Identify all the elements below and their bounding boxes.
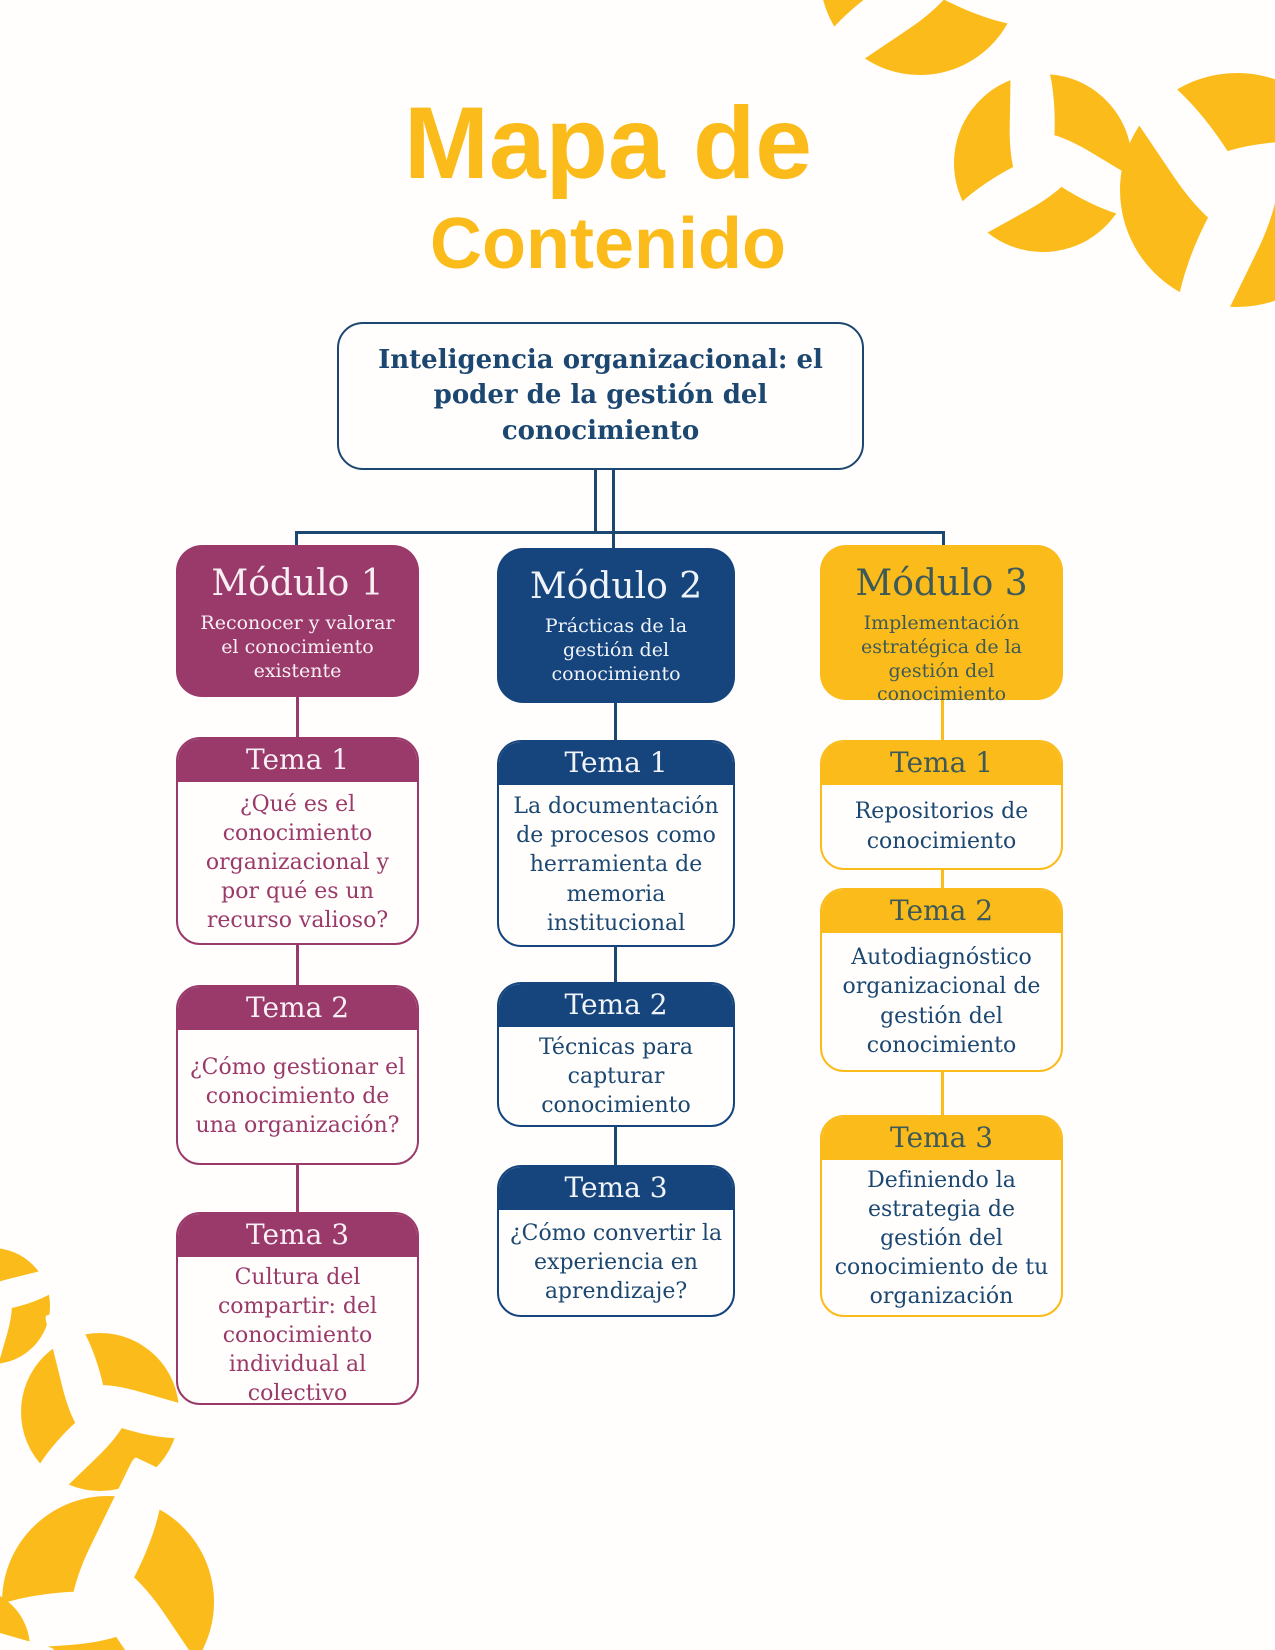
connector-m2-t2 bbox=[614, 947, 617, 982]
module-1-node: Módulo 1 Reconocer y valorar el conocimi… bbox=[176, 545, 419, 697]
tema-label: Tema 1 bbox=[889, 746, 994, 779]
page-title-line1: Mapa de bbox=[403, 86, 813, 200]
tema-header: Tema 3 bbox=[499, 1167, 733, 1210]
module-2-tema-1-card: Tema 1 La documentación de procesos como… bbox=[497, 740, 735, 947]
tema-body: Cultura del compartir: del conocimiento … bbox=[178, 1257, 417, 1405]
tema-header: Tema 3 bbox=[178, 1214, 417, 1257]
tema-text: ¿Cómo convertir la experiencia en aprend… bbox=[509, 1220, 723, 1305]
tema-body: ¿Qué es el conocimiento organizacional y… bbox=[178, 782, 417, 943]
module-3-subtitle: Implementación estratégica de la gestión… bbox=[860, 612, 1023, 706]
module-1-tema-2-card: Tema 2 ¿Cómo gestionar el conocimiento d… bbox=[176, 985, 419, 1165]
module-1-subtitle: Reconocer y valorar el conocimiento exis… bbox=[200, 612, 395, 682]
connector-m3-t1 bbox=[941, 700, 944, 740]
connector-root-stub-right bbox=[612, 470, 615, 550]
root-node: Inteligencia organizacional: el poder de… bbox=[337, 322, 864, 470]
module-1-tema-1-card: Tema 1 ¿Qué es el conocimiento organizac… bbox=[176, 737, 419, 945]
module-1-tema-3-card: Tema 3 Cultura del compartir: del conoci… bbox=[176, 1212, 419, 1405]
page-title-line2: Contenido bbox=[430, 204, 786, 284]
tema-label: Tema 3 bbox=[245, 1218, 350, 1251]
tema-text: Técnicas para capturar conocimiento bbox=[538, 1035, 694, 1119]
connector-m1-t3 bbox=[296, 1165, 299, 1212]
tema-body: Autodiagnóstico organizacional de gestió… bbox=[822, 933, 1061, 1070]
root-node-text: Inteligencia organizacional: el poder de… bbox=[378, 345, 823, 446]
connector-drop-module-1 bbox=[295, 531, 298, 547]
module-3-title: Módulo 3 bbox=[855, 563, 1028, 604]
tema-text: ¿Qué es el conocimiento organizacional y… bbox=[205, 791, 390, 934]
tema-text: Definiendo la estrategia de gestión del … bbox=[834, 1168, 1049, 1310]
module-3-tema-1-card: Tema 1 Repositorios de conocimiento bbox=[820, 740, 1063, 870]
tema-header: Tema 1 bbox=[822, 742, 1061, 785]
tema-body: ¿Cómo gestionar el conocimiento de una o… bbox=[178, 1030, 417, 1163]
tema-header: Tema 2 bbox=[822, 890, 1061, 933]
module-2-title: Módulo 2 bbox=[529, 566, 703, 607]
tema-text: Cultura del compartir: del conocimiento … bbox=[217, 1265, 378, 1405]
tema-text: Repositorios de conocimiento bbox=[854, 799, 1029, 854]
tema-header: Tema 3 bbox=[822, 1117, 1061, 1160]
tema-label: Tema 3 bbox=[564, 1171, 668, 1204]
connector-m3-t2 bbox=[941, 870, 944, 888]
tema-label: Tema 1 bbox=[245, 743, 350, 776]
connector-drop-module-3 bbox=[942, 531, 945, 547]
swirl-decoration bbox=[0, 1588, 54, 1650]
tema-text: ¿Cómo gestionar el conocimiento de una o… bbox=[189, 1054, 406, 1139]
tema-header: Tema 1 bbox=[499, 742, 733, 785]
module-3-tema-2-card: Tema 2 Autodiagnóstico organizacional de… bbox=[820, 888, 1063, 1072]
tema-header: Tema 2 bbox=[178, 987, 417, 1030]
module-2-subtitle: Prácticas de la gestión del conocimiento bbox=[544, 615, 688, 685]
tema-body: La documentación de procesos como herram… bbox=[499, 785, 733, 945]
module-2-tema-2-card: Tema 2 Técnicas para capturar conocimien… bbox=[497, 982, 735, 1127]
tema-label: Tema 2 bbox=[889, 894, 994, 927]
tema-label: Tema 1 bbox=[564, 746, 668, 779]
page-title: Mapa de Contenido bbox=[0, 92, 1216, 280]
connector-root-stub-left bbox=[594, 470, 597, 534]
tema-header: Tema 2 bbox=[499, 984, 733, 1027]
module-3-node: Módulo 3 Implementación estratégica de l… bbox=[820, 545, 1063, 705]
tema-text: La documentación de procesos como herram… bbox=[513, 794, 719, 936]
tema-body: ¿Cómo convertir la experiencia en aprend… bbox=[499, 1210, 733, 1315]
connector-m1-t2 bbox=[296, 945, 299, 985]
connector-m2-t1 bbox=[614, 703, 617, 740]
tema-body: Repositorios de conocimiento bbox=[822, 785, 1061, 868]
module-1-title: Módulo 1 bbox=[211, 563, 384, 604]
tema-label: Tema 3 bbox=[889, 1121, 994, 1154]
tema-header: Tema 1 bbox=[178, 739, 417, 782]
connector-m3-t3 bbox=[941, 1072, 944, 1115]
module-3-tema-3-card: Tema 3 Definiendo la estrategia de gesti… bbox=[820, 1115, 1063, 1317]
module-2-tema-3-card: Tema 3 ¿Cómo convertir la experiencia en… bbox=[497, 1165, 735, 1317]
tema-label: Tema 2 bbox=[564, 988, 668, 1021]
connector-horizontal bbox=[295, 531, 945, 534]
tema-body: Definiendo la estrategia de gestión del … bbox=[822, 1160, 1061, 1315]
module-2-node: Módulo 2 Prácticas de la gestión del con… bbox=[497, 548, 735, 703]
connector-m2-t3 bbox=[614, 1127, 617, 1165]
tema-text: Autodiagnóstico organizacional de gestió… bbox=[842, 945, 1041, 1058]
tema-label: Tema 2 bbox=[245, 991, 350, 1024]
tema-body: Técnicas para capturar conocimiento bbox=[499, 1027, 733, 1125]
connector-m1-t1 bbox=[296, 697, 299, 737]
